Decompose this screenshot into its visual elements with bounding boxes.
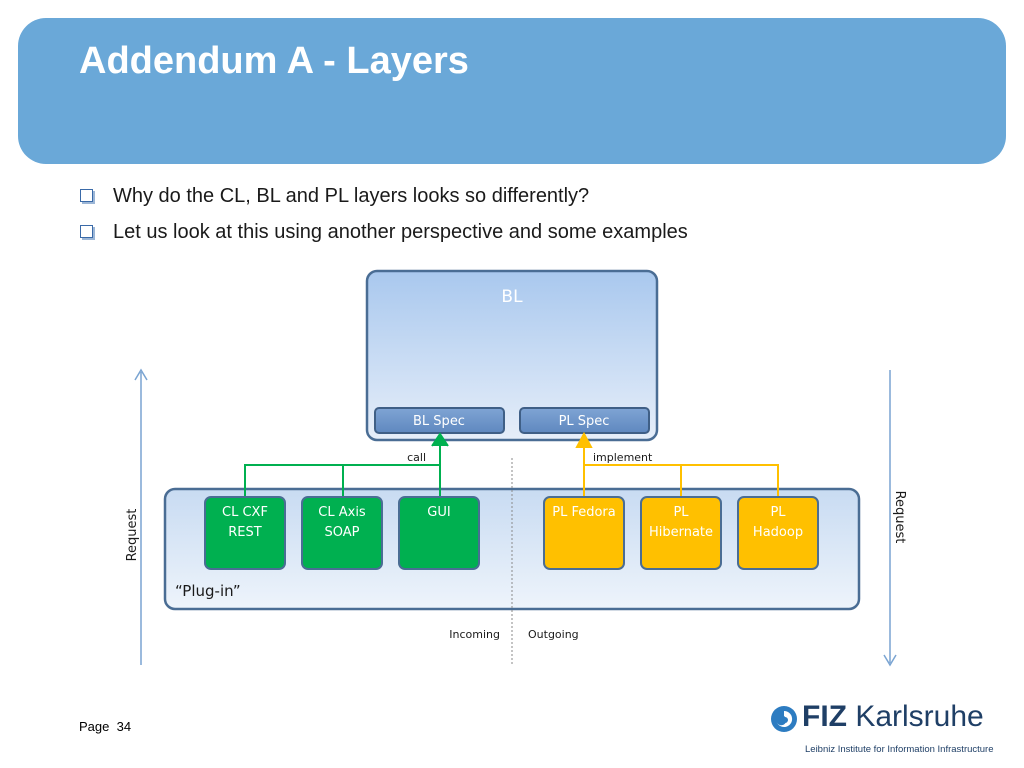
gui-box: GUI <box>398 496 480 570</box>
outgoing-label: Outgoing <box>528 628 579 641</box>
logo-brand-rest: Karlsruhe <box>847 700 984 733</box>
checkbox-bullet-icon <box>80 225 93 238</box>
page-number: 34 <box>116 719 132 734</box>
request-right-label: Request <box>892 491 907 544</box>
pl-hibernate-box: PL Hibernate <box>640 496 722 570</box>
request-left-label: Request <box>125 509 140 562</box>
implement-connectors <box>575 431 779 497</box>
bullet-text: Why do the CL, BL and PL layers looks so… <box>113 185 590 207</box>
bl-label: BL <box>501 287 523 307</box>
svg-text:GUI: GUI <box>427 505 450 520</box>
svg-text:PL Fedora: PL Fedora <box>552 505 616 520</box>
call-connectors <box>244 432 449 497</box>
slide-title: Addendum A - Layers <box>79 40 469 82</box>
plugin-label: “Plug-in” <box>175 582 241 600</box>
logo-wordmark: FIZ Karlsruhe <box>802 700 984 734</box>
bullet-list: Why do the CL, BL and PL layers looks so… <box>78 183 688 255</box>
svg-text:CL Axis: CL Axis <box>318 505 366 520</box>
page-label: Page <box>79 719 110 734</box>
bl-layer-box <box>365 269 659 442</box>
fiz-karlsruhe-logo: FIZ Karlsruhe Leibniz Institute for Info… <box>768 698 998 760</box>
svg-text:PL: PL <box>770 505 786 520</box>
checkbox-bullet-icon <box>80 189 93 202</box>
request-arrow-right <box>883 370 897 667</box>
bullet-text: Let us look at this using another perspe… <box>113 221 688 243</box>
call-label: call <box>407 451 426 464</box>
pl-spec-label: PL Spec <box>559 414 610 429</box>
bullet-item: Why do the CL, BL and PL layers looks so… <box>78 183 688 219</box>
incoming-label: Incoming <box>449 628 500 641</box>
svg-text:Hadoop: Hadoop <box>753 525 803 540</box>
bl-spec-label: BL Spec <box>413 414 465 429</box>
implement-label: implement <box>593 451 653 464</box>
pl-fedora-box: PL Fedora <box>543 496 625 570</box>
svg-text:CL CXF: CL CXF <box>222 505 268 520</box>
svg-text:REST: REST <box>228 525 261 540</box>
fiz-swirl-icon <box>771 706 797 732</box>
cl-cxf-rest-box: CL CXF REST <box>204 496 286 570</box>
svg-text:SOAP: SOAP <box>325 525 360 540</box>
bullet-item: Let us look at this using another perspe… <box>78 219 688 255</box>
pl-hadoop-box: PL Hadoop <box>737 496 819 570</box>
page-footer: Page 34 <box>79 719 131 734</box>
cl-axis-soap-box: CL Axis SOAP <box>301 496 383 570</box>
svg-text:PL: PL <box>673 505 689 520</box>
title-banner <box>18 18 1006 164</box>
request-arrow-left <box>134 368 148 665</box>
svg-text:Hibernate: Hibernate <box>649 525 713 540</box>
logo-tagline: Leibniz Institute for Information Infras… <box>805 744 994 755</box>
logo-brand: FIZ <box>802 700 847 733</box>
